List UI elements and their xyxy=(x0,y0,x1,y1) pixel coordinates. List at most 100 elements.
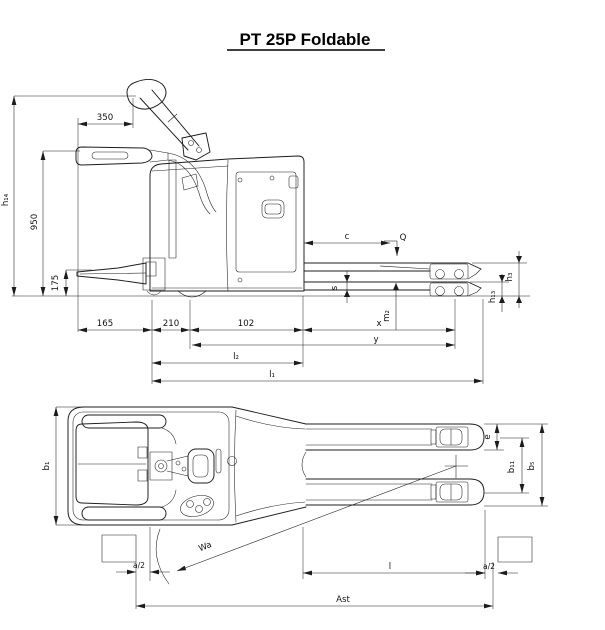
dim-label-950: 950 xyxy=(30,214,40,230)
front-bracket-detail xyxy=(145,261,157,277)
grip-slot xyxy=(91,151,129,160)
side-view-drawing xyxy=(11,78,531,298)
fork-lowered-side xyxy=(303,281,482,297)
caster-wheel xyxy=(146,290,162,296)
linkage-pad xyxy=(137,446,148,459)
dim-label-c: c xyxy=(345,232,350,242)
hood-seam xyxy=(226,159,229,292)
foldable-platform-side xyxy=(76,262,147,285)
dim-label-165: 165 xyxy=(97,319,113,329)
load-roller-icon xyxy=(454,269,464,279)
screw-icon xyxy=(237,277,243,283)
handlebar-bottom xyxy=(81,506,167,521)
dim-label-e: e xyxy=(483,434,493,439)
dim-label-ast: Ast xyxy=(336,595,350,605)
hinge-bolt-icon xyxy=(175,460,181,466)
button-icon xyxy=(195,505,203,513)
chassis-outline xyxy=(149,155,305,292)
steering-column xyxy=(168,159,177,259)
tiller-arm-segment xyxy=(167,113,178,123)
button-icon xyxy=(186,500,194,508)
horn-icon xyxy=(227,456,237,466)
plan-view-drawing xyxy=(67,406,485,585)
dim-label-h3: h₃ xyxy=(505,272,515,281)
load-label-q: Q xyxy=(400,233,407,243)
dim-label-s: s xyxy=(330,285,340,290)
obstacle-block-right xyxy=(497,536,533,563)
steering-pivot-icon xyxy=(158,463,164,469)
load-roller-icon xyxy=(435,269,445,279)
vent-grille xyxy=(181,173,199,191)
handlebar-top xyxy=(81,414,167,429)
tiller-head-raised xyxy=(126,78,167,110)
load-roller-icon xyxy=(454,286,464,296)
tiller-head-plan xyxy=(187,448,215,484)
title-block: PT 25P Foldable xyxy=(227,30,385,51)
load-roller-icon xyxy=(435,286,445,296)
plan-body-seam xyxy=(234,409,237,523)
dim-label-h13: h₁₃ xyxy=(488,290,498,303)
dim-label-a2-left: a/2 xyxy=(133,561,145,570)
front-bracket xyxy=(142,257,166,291)
grip-neck xyxy=(149,149,169,163)
dim-label-b11: b₁₁ xyxy=(507,461,517,473)
dim-label-210: 210 xyxy=(163,319,179,329)
handlebar-elbow-bottom xyxy=(161,489,177,508)
tiller-head-inner xyxy=(192,454,209,478)
drive-wheel xyxy=(177,290,207,298)
plan-body-flare-top xyxy=(231,406,307,425)
hood-top-line xyxy=(151,165,229,172)
plan-body-flare-bottom xyxy=(231,506,307,526)
dim-label-l1: l₁ xyxy=(269,370,275,380)
control-pod xyxy=(180,495,214,517)
plan-fairing-top xyxy=(235,415,306,430)
dim-label-102: 102 xyxy=(238,319,254,329)
dim-label-wa: Wa xyxy=(197,540,213,554)
turning-radius-line xyxy=(176,465,457,572)
dim-label-a2-right: a/2 xyxy=(483,562,495,571)
corner-bracket xyxy=(288,175,299,189)
hinge-bolt-icon xyxy=(196,147,202,153)
page-title: PT 25P Foldable xyxy=(239,30,370,49)
tiller-grip-folded xyxy=(75,146,153,166)
turning-center-mark xyxy=(444,454,469,479)
dim-label-m2: m₂ xyxy=(382,310,392,322)
dim-label-b5: b₅ xyxy=(527,461,537,470)
obstacle-block-left xyxy=(101,534,137,563)
turning-arc xyxy=(155,528,170,585)
screw-icon xyxy=(237,177,243,183)
dim-label-350: 350 xyxy=(97,113,113,123)
plan-view-dimensions: b₁ e b₁₁ b₅ Wa a/2 a/2 l Ast xyxy=(42,406,548,609)
linkage-pad xyxy=(137,469,148,482)
tiller-arm-curve-a xyxy=(167,152,217,213)
linkage-bracket xyxy=(149,451,173,481)
dim-label-175: 175 xyxy=(51,275,61,291)
dim-label-y: y xyxy=(373,335,378,345)
handlebar-elbow-top xyxy=(161,427,177,445)
tiller-hinge xyxy=(181,132,211,161)
dim-label-l2: l₂ xyxy=(233,352,239,362)
tiller-arm-raised-a xyxy=(139,97,189,151)
fork-raised-side xyxy=(303,262,482,280)
dim-label-h14: h₁₄ xyxy=(1,193,11,206)
hinge-bolt-icon xyxy=(181,466,187,472)
dim-label-b1: b₁ xyxy=(42,462,52,471)
fork-lower-plan xyxy=(305,478,485,506)
dim-label-l: l xyxy=(389,562,391,572)
button-icon xyxy=(203,498,211,506)
tiller-arm-raised-b xyxy=(151,89,200,147)
hinge-bolt-icon xyxy=(188,140,194,146)
battery-handle-recess xyxy=(261,199,285,219)
fork-upper-plan xyxy=(305,423,485,451)
plan-body-outline xyxy=(67,406,233,526)
foldable-platform-plan xyxy=(75,421,149,506)
battery-panel xyxy=(235,171,297,273)
side-view-dimensions: 350 h₁₄ 950 175 165 210 102 x y l₂ l₁ c … xyxy=(1,95,527,384)
vent-slot xyxy=(215,448,222,474)
plan-fairing-bottom xyxy=(235,501,306,517)
plan-body-recess xyxy=(301,451,307,478)
platform-midline xyxy=(79,272,147,275)
dim-label-x: x xyxy=(376,319,381,329)
